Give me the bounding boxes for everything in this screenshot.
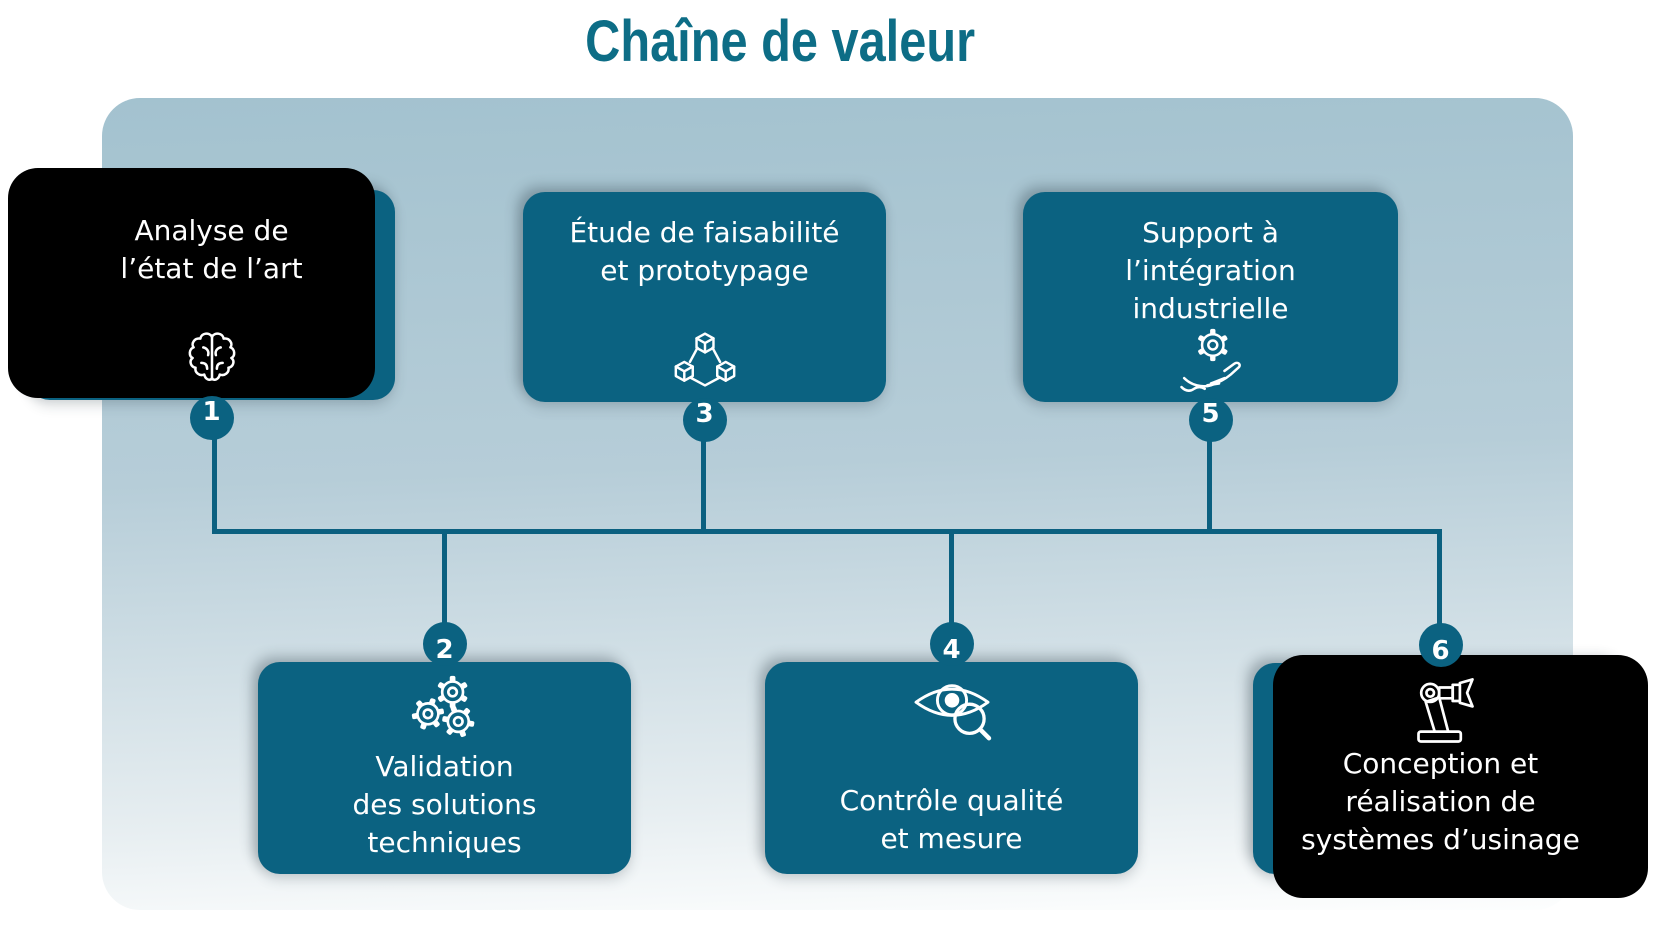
node-analyse-etat-art: Analyse de l’état de l’art 1	[8, 168, 395, 440]
node-label: Support à l’intégration industrielle	[1125, 216, 1296, 325]
connector-line-node2	[442, 531, 447, 647]
node-label: Validation des solutions techniques	[352, 750, 537, 859]
step-number-badge: 3	[682, 398, 727, 442]
robot-arm-icon	[1416, 678, 1474, 743]
page-title-text: Chaîne de valeur	[585, 9, 975, 74]
node-label: Contrôle qualité et mesure	[839, 784, 1064, 855]
step-number-badge: 2	[422, 622, 467, 666]
step-number-badge: 4	[929, 622, 974, 666]
cubes-icon	[674, 332, 735, 387]
node-validation-solutions: Validation des solutions techniques 2	[258, 622, 631, 874]
connector-line-node4	[949, 531, 954, 647]
connector-trunk	[212, 529, 1442, 534]
node-controle-qualite: Contrôle qualité et mesure 4	[765, 622, 1138, 874]
step-number-badge: 5	[1188, 398, 1233, 442]
page-title: Chaîne de valeur	[0, 8, 1560, 75]
node-label: Étude de faisabilité et prototypage	[569, 216, 840, 287]
node-support-integration: Support à l’intégration industrielle 5	[1023, 192, 1398, 442]
gears-icon	[411, 675, 474, 738]
node-label: Conception et réalisation de systèmes d’…	[1301, 747, 1580, 856]
node-etude-faisabilite: Étude de faisabilité et prototypage 3	[523, 192, 886, 442]
connector-line-node3	[701, 416, 706, 534]
node-conception-usinage: Conception et réalisation de systèmes d’…	[1253, 623, 1648, 898]
node-label: Analyse de l’état de l’art	[120, 214, 303, 285]
step-number-badge: 1	[189, 396, 234, 440]
connector-line-node6	[1437, 531, 1442, 647]
connector-line-node5	[1207, 416, 1212, 534]
brain-icon	[188, 332, 235, 381]
connector-line-node1	[212, 416, 217, 534]
hand-gear-icon	[1179, 328, 1241, 392]
step-number-badge: 6	[1418, 623, 1463, 667]
eye-magnifier-icon	[914, 684, 991, 741]
